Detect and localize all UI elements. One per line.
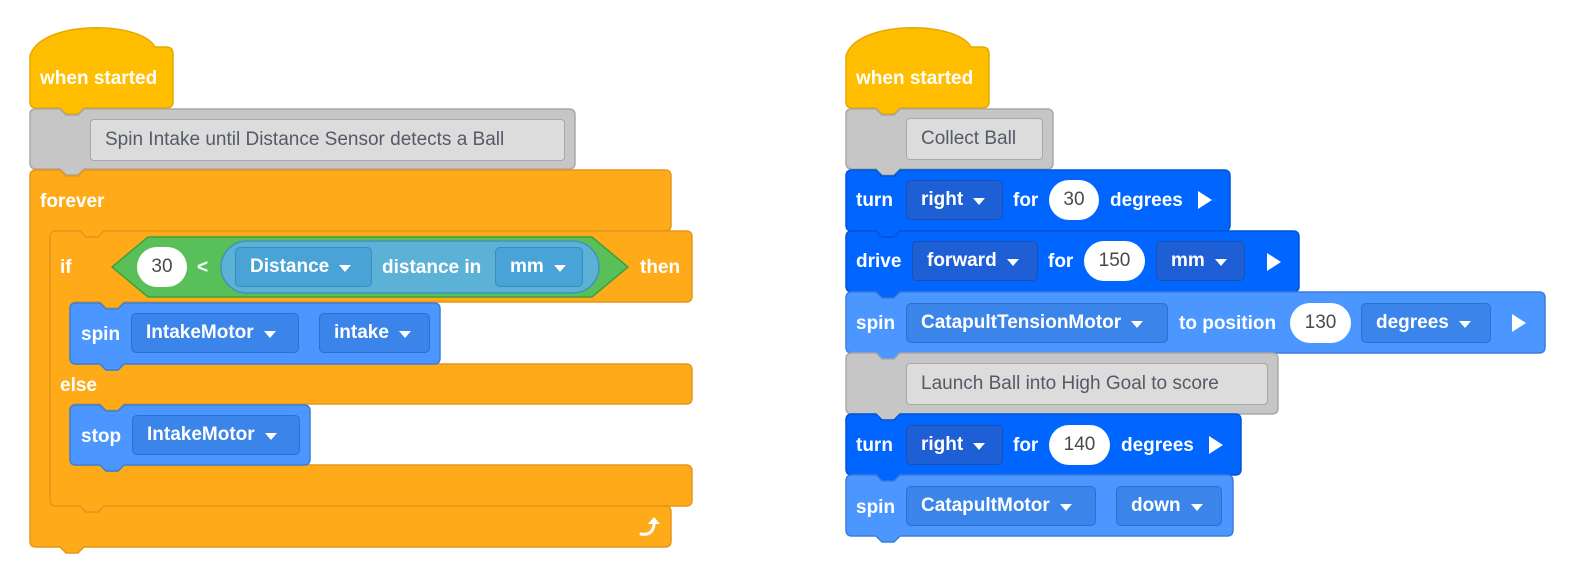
chevron-down-icon (1190, 503, 1203, 511)
spin-direction-value: intake (334, 322, 389, 343)
turn1-direction-value: right (921, 189, 964, 210)
chevron-down-icon (973, 197, 986, 205)
sensor-name-value: Distance (250, 256, 330, 277)
drive-direction-value: forward (927, 250, 997, 271)
turn2-label: turn (856, 435, 893, 456)
chevron-down-icon (264, 432, 277, 440)
right-hat-block (845, 27, 990, 115)
left-hat-label: when started (40, 68, 158, 89)
turn1-label: turn (856, 190, 893, 211)
spin2-motor-value: CatapultMotor (921, 495, 1050, 516)
then-label: then (640, 257, 681, 278)
spin2-label: spin (856, 497, 896, 518)
drive-label: drive (856, 251, 902, 272)
right-hat-label: when started (856, 68, 974, 89)
spin-motor-value: IntakeMotor (146, 322, 254, 343)
spin1-motor-dropdown[interactable]: CatapultTensionMotor (906, 303, 1168, 343)
right-comment2-text[interactable]: Launch Ball into High Goal to score (906, 363, 1268, 405)
chevron-down-icon (1131, 320, 1144, 328)
drive-direction-dropdown[interactable]: forward (912, 241, 1038, 281)
turn1-value-input[interactable]: 30 (1049, 180, 1099, 220)
drive-play-icon[interactable] (1267, 253, 1281, 271)
chevron-down-icon (263, 330, 276, 338)
spin1-motor-value: CatapultTensionMotor (921, 312, 1122, 333)
turn2-value-input[interactable]: 140 (1049, 425, 1110, 465)
turn2-for-label: for (1013, 435, 1039, 456)
spin2-direction-dropdown[interactable]: down (1116, 486, 1222, 526)
sensor-unit-dropdown[interactable]: mm (495, 247, 583, 287)
spin1-unit-dropdown[interactable]: degrees (1361, 303, 1491, 343)
else-label: else (60, 375, 97, 396)
turn2-unit-label: degrees (1121, 435, 1194, 456)
loop-arrow-icon (639, 517, 660, 536)
spin1-value-input[interactable]: 130 (1290, 303, 1351, 343)
spin1-to-position-label: to position (1179, 313, 1277, 334)
drive-unit-dropdown[interactable]: mm (1156, 241, 1245, 281)
spin1-unit-value: degrees (1376, 312, 1449, 333)
turn2-direction-value: right (921, 434, 964, 455)
left-hat-block (29, 27, 174, 115)
turn2-play-icon[interactable] (1209, 436, 1223, 454)
left-comment-text[interactable]: Spin Intake until Distance Sensor detect… (90, 119, 565, 161)
spin-label: spin (81, 324, 121, 345)
spin-direction-dropdown[interactable]: intake (319, 313, 430, 353)
sensor-name-dropdown[interactable]: Distance (235, 247, 372, 287)
chevron-down-icon (553, 264, 566, 272)
stop-label: stop (81, 426, 122, 447)
spin1-label: spin (856, 313, 896, 334)
spin2-motor-dropdown[interactable]: CatapultMotor (906, 486, 1096, 526)
drive-unit-value: mm (1171, 250, 1205, 271)
turn1-unit-label: degrees (1110, 190, 1183, 211)
drive-value-input[interactable]: 150 (1084, 241, 1145, 281)
chevron-down-icon (1006, 258, 1019, 266)
sensor-prop-label: distance in (382, 257, 482, 278)
compare-value-input[interactable]: 30 (137, 247, 187, 287)
right-comment1-text[interactable]: Collect Ball (906, 118, 1043, 160)
turn1-for-label: for (1013, 190, 1039, 211)
spin2-direction-value: down (1131, 495, 1181, 516)
spin1-play-icon[interactable] (1512, 314, 1526, 332)
stop-motor-value: IntakeMotor (147, 424, 255, 445)
sensor-unit-value: mm (510, 256, 544, 277)
chevron-down-icon (339, 264, 352, 272)
stop-motor-dropdown[interactable]: IntakeMotor (132, 415, 300, 455)
chevron-down-icon (973, 442, 986, 450)
turn2-direction-dropdown[interactable]: right (906, 425, 1003, 465)
turn1-play-icon[interactable] (1198, 191, 1212, 209)
spin-motor-dropdown[interactable]: IntakeMotor (131, 313, 299, 353)
if-else-block (49, 230, 693, 513)
turn1-direction-dropdown[interactable]: right (906, 180, 1003, 220)
chevron-down-icon (1214, 258, 1227, 266)
chevron-down-icon (1059, 503, 1072, 511)
chevron-down-icon (398, 330, 411, 338)
forever-label: forever (40, 191, 105, 212)
if-label: if (60, 257, 72, 278)
drive-for-label: for (1048, 251, 1074, 272)
chevron-down-icon (1458, 320, 1471, 328)
compare-operator: < (197, 257, 209, 278)
